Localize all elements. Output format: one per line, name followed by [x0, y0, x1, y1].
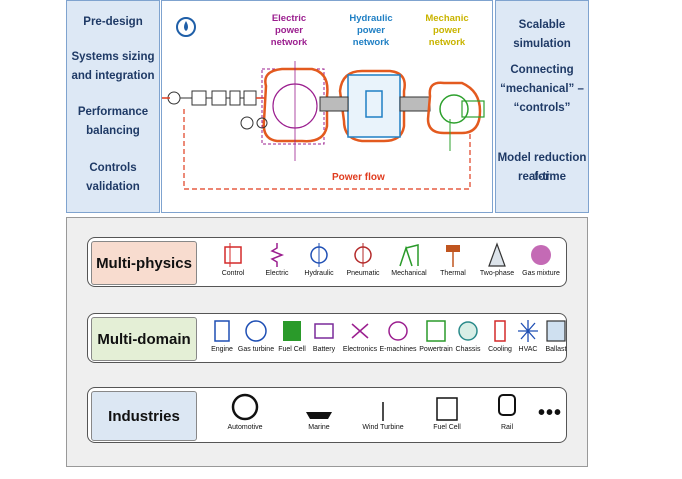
hydraulic-icon — [310, 243, 328, 267]
mechanical-icon — [399, 244, 419, 267]
chassis-item: Chassis — [450, 318, 486, 362]
gas-turbine-item: Gas turbine — [238, 318, 274, 362]
gas-turbine-icon — [245, 320, 267, 342]
network-schematic — [162, 17, 485, 190]
hydraulic-item: Hydraulic — [294, 242, 344, 286]
drop-logo-icon — [176, 17, 196, 37]
multi-domain-label: Multi-domain — [91, 317, 197, 361]
two-phase-item: Two-phase — [472, 242, 522, 286]
left-panel: Pre-design Systems sizing and integratio… — [66, 0, 160, 213]
cooling-icon — [494, 320, 506, 342]
powertrain-item: Powertrain — [418, 318, 454, 362]
validation-text: validation — [86, 181, 140, 193]
e-machines-item: E-machines — [380, 318, 416, 362]
systems-sizing-text: Systems sizing — [71, 51, 155, 63]
hvac-icon — [518, 320, 538, 342]
industry-fuel-cell-item: Fuel Cell — [422, 392, 472, 436]
electric-icon — [270, 243, 285, 267]
automotive-item: Automotive — [220, 392, 270, 436]
right-panel: Scalable simulation Connecting “mechanic… — [495, 0, 589, 213]
gas-mixture-item: Gas mixture — [516, 242, 566, 286]
wind-turbine-icon — [382, 402, 384, 421]
ballast-item: Ballast — [538, 318, 574, 362]
electric-item: Electric — [252, 242, 302, 286]
real-time-text: real-time — [518, 171, 566, 183]
integration-text: and integration — [71, 70, 155, 82]
capabilities-panel: Multi-physics Control Electric Hydraulic… — [66, 217, 588, 467]
power-flow-label: Power flow — [332, 172, 385, 183]
fuel-cell-item: Fuel Cell — [274, 318, 310, 362]
engine-item: Engine — [204, 318, 240, 362]
controls-text: Controls — [89, 162, 137, 174]
multi-physics-label: Multi-physics — [91, 241, 197, 285]
marine-item: Marine — [294, 392, 344, 436]
fuel-cell-icon — [283, 321, 301, 341]
hvac-item: HVAC — [510, 318, 546, 362]
mechanical-text: “mechanical” – — [500, 83, 584, 95]
connecting-text: Connecting — [510, 64, 574, 76]
fuel-cell-icon — [436, 397, 458, 421]
chassis-icon — [458, 321, 478, 341]
gas-mixture-icon — [531, 245, 551, 265]
multi-domain-row: Multi-domain Engine Gas turbine Fuel Cel… — [87, 313, 567, 363]
wind-turbine-item: Wind Turbine — [358, 392, 408, 436]
cooling-item: Cooling — [482, 318, 518, 362]
e-machines-icon — [388, 321, 408, 341]
multi-physics-row: Multi-physics Control Electric Hydraulic… — [87, 237, 567, 287]
two-phase-icon — [488, 242, 506, 267]
more-indicator: ••• — [538, 402, 563, 424]
scalable-simulation-text: Scalable simulation — [513, 19, 571, 50]
model-reduction-text: Model reduction for — [497, 152, 587, 183]
control-item: Control — [208, 242, 258, 286]
pre-design-text: Pre-design — [83, 16, 143, 28]
pneumatic-item: Pneumatic — [338, 242, 388, 286]
rail-item: Rail — [482, 392, 532, 436]
marine-icon — [306, 412, 332, 419]
powertrain-icon — [426, 320, 446, 342]
electronics-item: Electronics — [342, 318, 378, 362]
balancing-text: balancing — [86, 125, 140, 137]
power-flow-loop — [183, 109, 471, 190]
electronics-icon — [351, 323, 369, 339]
automotive-icon — [231, 393, 259, 421]
industries-row: Industries Automotive Marine Wind Turbin… — [87, 387, 567, 443]
battery-icon — [314, 323, 334, 339]
battery-item: Battery — [306, 318, 342, 362]
control-icon — [224, 243, 242, 267]
mechanical-item: Mechanical — [384, 242, 434, 286]
pneumatic-icon — [354, 243, 372, 267]
performance-text: Performance — [77, 106, 149, 118]
controls-quote-text: “controls” — [513, 102, 571, 114]
engine-icon — [214, 320, 230, 342]
thermal-icon — [446, 245, 460, 267]
industries-label: Industries — [91, 391, 197, 441]
thermal-item: Thermal — [428, 242, 478, 286]
ballast-icon — [546, 320, 566, 342]
rail-icon — [498, 394, 516, 416]
